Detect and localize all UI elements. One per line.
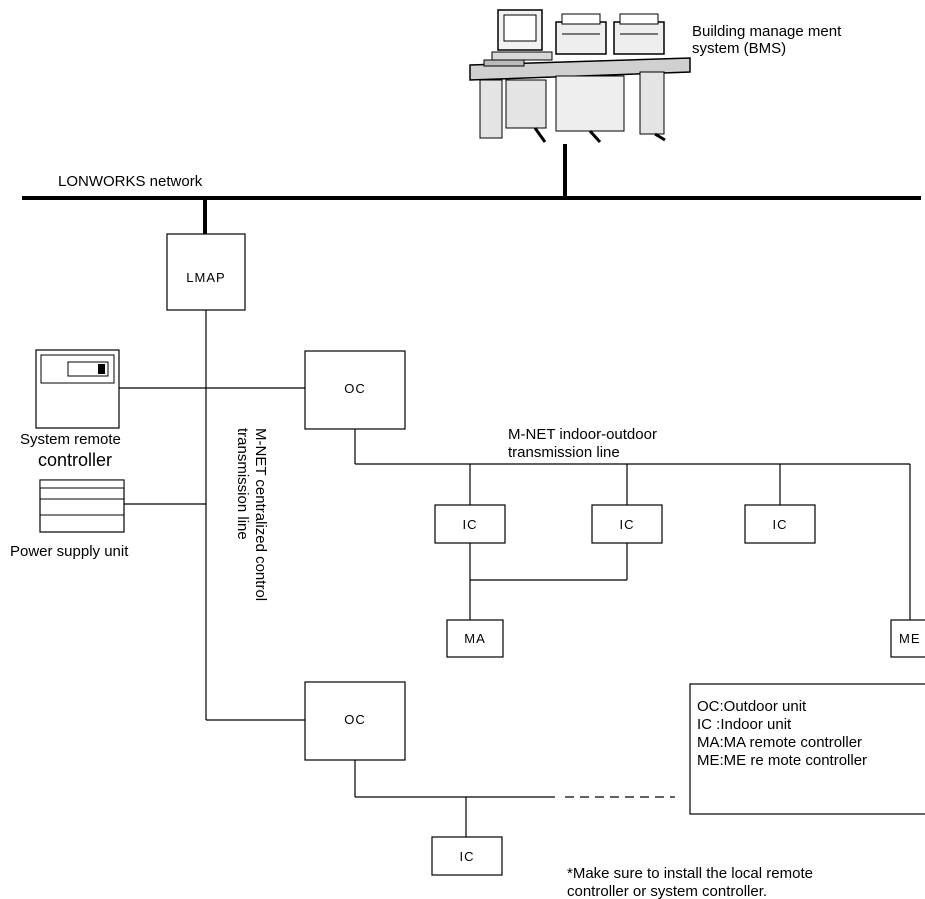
oc-unit-1 [304, 350, 406, 430]
lmap-box [166, 233, 246, 311]
power-supply-unit-icon [39, 479, 125, 533]
bms-label-line2: system (BMS) [692, 40, 786, 57]
legend-item-ic: IC :Indoor unit [697, 716, 792, 733]
mnet-indoor-label-line2: transmission line [508, 444, 620, 461]
legend-box [689, 683, 925, 815]
ic-unit-3-label: IC [773, 517, 788, 532]
legend-item-oc: OC:Outdoor unit [697, 698, 807, 715]
note-line2: controller or system controller. [567, 883, 767, 899]
ic-unit-4-label: IC [460, 849, 475, 864]
ic-unit-4 [431, 836, 503, 876]
mnet-central-label-line1: M-NET centralized control [252, 428, 269, 601]
oc-unit-2-label: OC [344, 712, 366, 727]
power-supply-label: Power supply unit [10, 543, 129, 560]
ic-unit-1-label: IC [463, 517, 478, 532]
me-remote-label: ME [899, 631, 921, 646]
lonworks-network-label: LONWORKS network [58, 173, 203, 190]
note-line1: *Make sure to install the local remote [567, 865, 813, 882]
mnet-indoor-label-line1: M-NET indoor-outdoor [508, 426, 657, 443]
legend-item-ma: MA:MA remote controller [697, 734, 862, 751]
oc-unit-1-label: OC [344, 381, 366, 396]
ma-remote-label: MA [464, 631, 486, 646]
ic-unit-1 [434, 504, 506, 544]
ic-unit-3 [744, 504, 816, 544]
ma-remote-box [446, 619, 504, 658]
system-remote-label-line2: controller [38, 450, 112, 470]
bms-workstation-icon [469, 9, 691, 144]
bms-label-line1: Building manage ment [692, 23, 842, 40]
me-remote-box [890, 619, 925, 658]
ic-unit-2 [591, 504, 663, 544]
mnet-central-label-line2: transmission line [234, 428, 251, 540]
legend-item-me: ME:ME re mote controller [697, 752, 867, 769]
system-remote-label-line1: System remote [20, 431, 121, 448]
system-remote-controller-icon [35, 349, 120, 429]
lmap-label: LMAP [186, 270, 225, 285]
ic-unit-2-label: IC [620, 517, 635, 532]
